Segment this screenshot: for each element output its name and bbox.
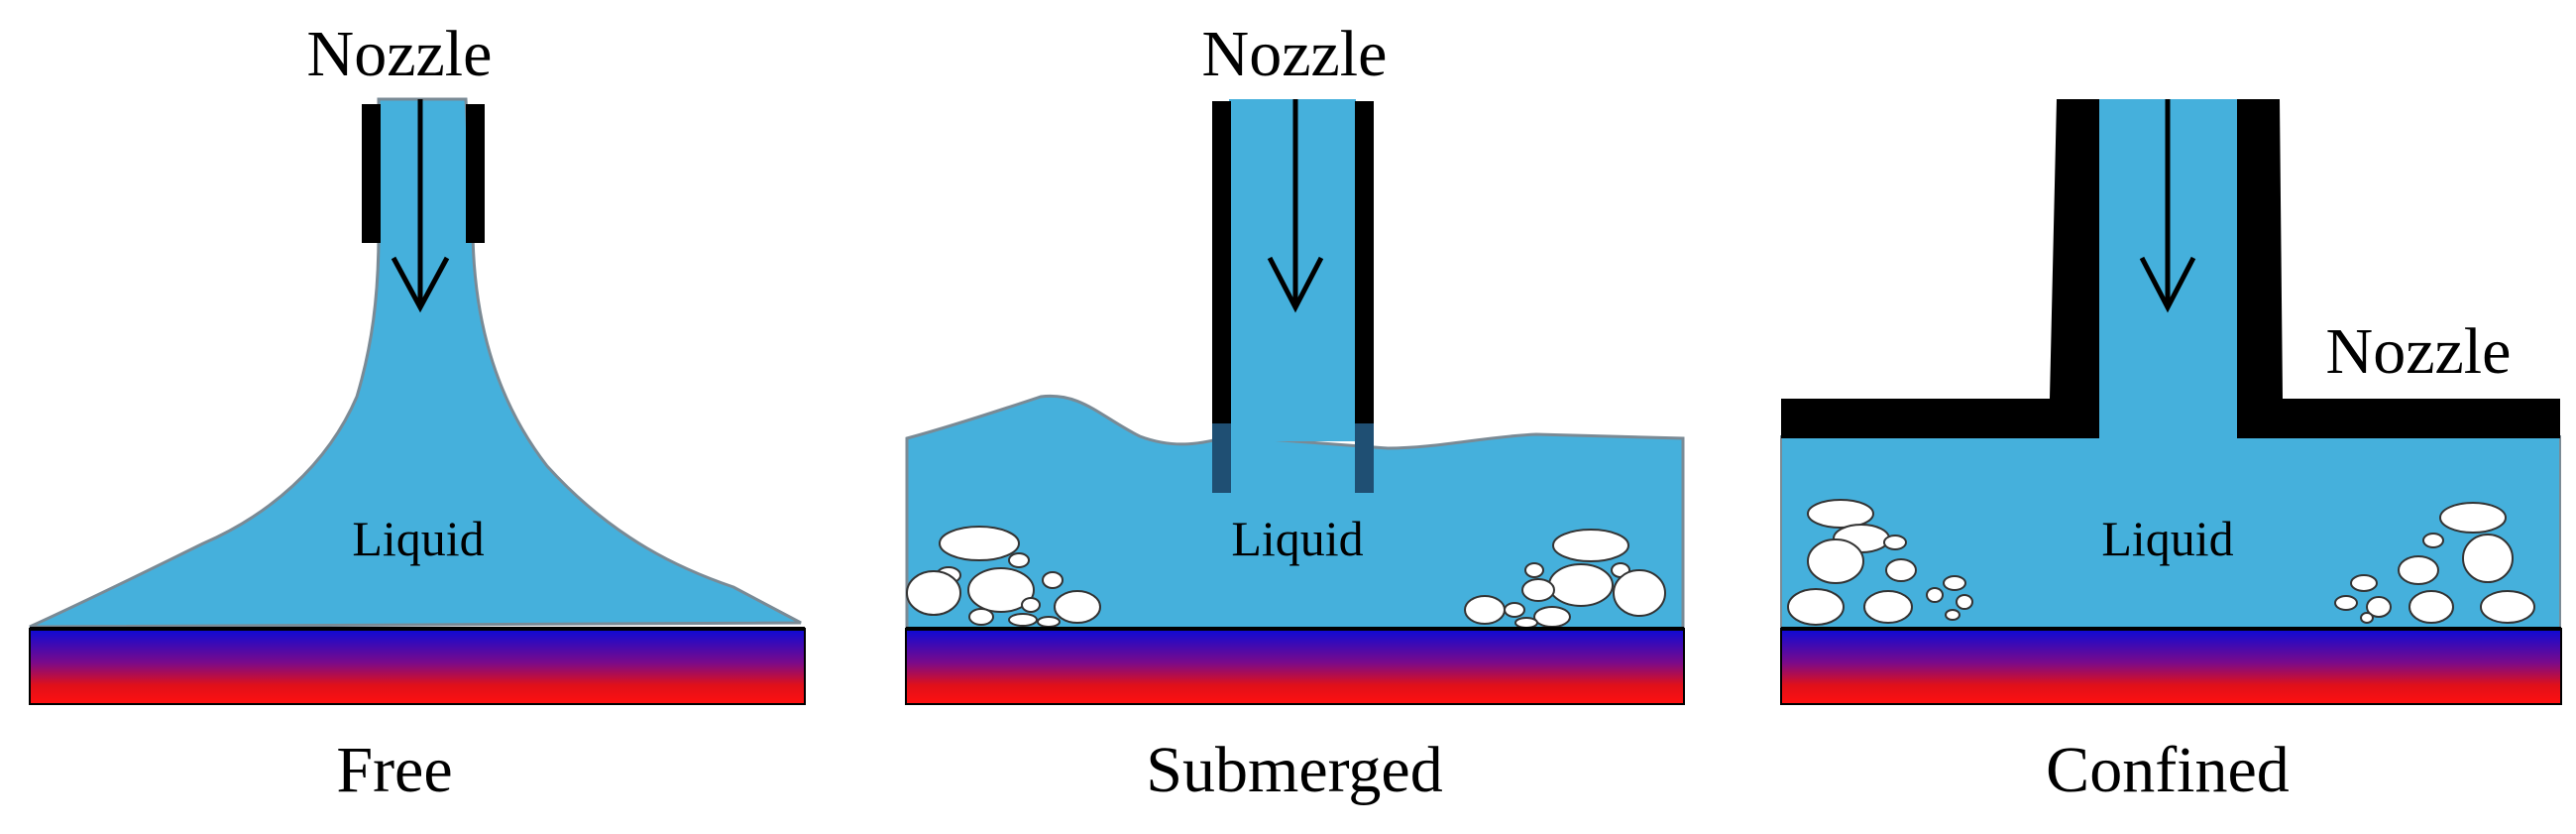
vapor-bubble-icon — [906, 570, 961, 616]
arrow-down-icon — [1267, 99, 1324, 313]
vapor-bubble-icon — [1956, 594, 1973, 610]
liquid-label: Liquid — [352, 511, 484, 566]
vapor-bubble-icon — [1807, 499, 1874, 529]
vapor-bubble-icon — [2398, 555, 2439, 585]
vapor-bubble-icon — [1042, 571, 1064, 589]
confinement-plate-with-nozzle — [1781, 99, 2099, 438]
vapor-bubble-icon — [1054, 590, 1101, 624]
vapor-bubble-icon — [2439, 502, 2507, 534]
vapor-bubble-icon — [939, 526, 1020, 561]
liquid-in-nozzle — [1229, 99, 1356, 441]
panel-submerged: Nozzle Liquid Submerged — [905, 18, 1685, 806]
vapor-bubble-icon — [1464, 595, 1506, 625]
nozzle-wall-left — [362, 104, 381, 243]
liquid-label: Liquid — [1231, 511, 1363, 566]
arrow-down-icon — [2139, 99, 2196, 313]
nozzle-label: Nozzle — [1202, 18, 1388, 90]
caption-submerged: Submerged — [1146, 734, 1442, 806]
vapor-bubbles-left — [1787, 499, 1973, 626]
liquid-pool — [905, 394, 1685, 631]
liquid-free-jet — [29, 97, 802, 629]
vapor-bubble-icon — [2422, 533, 2444, 548]
vapor-bubble-icon — [1926, 587, 1944, 603]
caption-confined: Confined — [2046, 734, 2290, 806]
vapor-bubble-icon — [2408, 590, 2454, 624]
arrow-down-icon — [391, 99, 450, 313]
vapor-bubble-icon — [1885, 558, 1917, 582]
nozzle-label: Nozzle — [2326, 315, 2512, 388]
vapor-bubble-icon — [968, 608, 994, 626]
nozzle-wall-left — [1212, 101, 1231, 423]
vapor-bubble-icon — [1504, 602, 1525, 618]
vapor-bubble-icon — [2360, 612, 2374, 624]
vapor-bubble-icon — [2480, 590, 2535, 624]
vapor-bubble-icon — [2462, 534, 2514, 583]
vapor-bubbles-right — [1464, 529, 1666, 629]
vapor-bubble-icon — [1863, 590, 1913, 624]
heated-plate-icon — [29, 628, 806, 705]
vapor-bubble-icon — [1008, 552, 1030, 568]
vapor-bubble-icon — [1883, 535, 1907, 550]
panel-confined: Nozzle Liquid Confined — [1780, 99, 2562, 806]
vapor-bubbles-left — [906, 526, 1101, 628]
vapor-bubble-icon — [967, 567, 1035, 613]
heated-plate-icon — [1780, 628, 2562, 705]
vapor-bubble-icon — [2366, 596, 2392, 618]
nozzle-wall-left-submerged — [1212, 423, 1231, 493]
vapor-bubble-icon — [1514, 617, 1538, 629]
vapor-bubble-icon — [1008, 613, 1038, 627]
nozzle-wall-right — [1355, 101, 1374, 423]
vapor-bubble-icon — [1945, 609, 1960, 621]
vapor-bubbles-right — [2334, 502, 2535, 624]
nozzle-wall-right-submerged — [1355, 423, 1374, 493]
vapor-bubble-icon — [1548, 563, 1614, 607]
nozzle-label: Nozzle — [307, 18, 493, 90]
vapor-bubble-icon — [2334, 595, 2358, 611]
liquid-label: Liquid — [2101, 511, 2233, 566]
vapor-bubble-icon — [1021, 597, 1041, 613]
vapor-bubble-icon — [2350, 574, 2378, 592]
vapor-bubble-icon — [1521, 578, 1555, 602]
vapor-bubble-icon — [1807, 538, 1864, 584]
caption-free: Free — [336, 734, 452, 806]
heated-plate-icon — [905, 628, 1685, 705]
vapor-bubble-icon — [1787, 588, 1845, 626]
vapor-bubble-icon — [1037, 616, 1061, 628]
nozzle-wall-right — [466, 104, 485, 243]
vapor-bubble-icon — [1533, 606, 1571, 628]
confinement-plate-right — [2237, 99, 2560, 438]
vapor-bubble-icon — [1552, 529, 1629, 562]
vapor-bubble-icon — [1524, 562, 1544, 578]
vapor-bubble-icon — [1943, 575, 1966, 591]
panel-free: Nozzle Liquid Free — [29, 18, 806, 806]
vapor-bubble-icon — [1613, 569, 1666, 617]
